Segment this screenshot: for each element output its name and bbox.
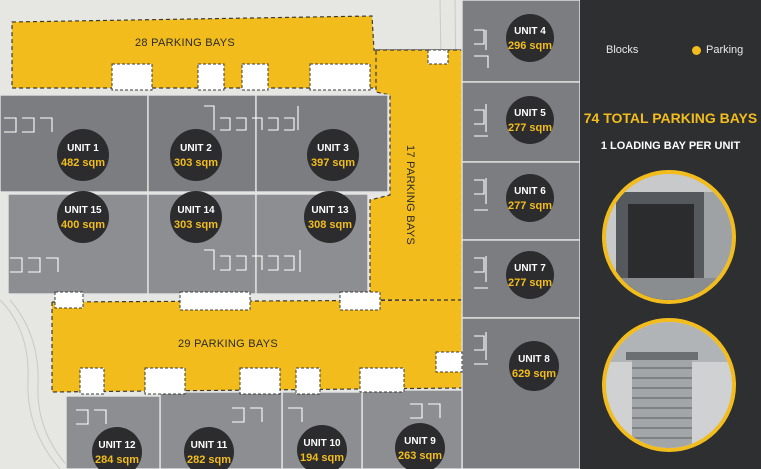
- unit-name: UNIT 2: [180, 143, 212, 154]
- unit-badge-4[interactable]: UNIT 4 296 sqm: [506, 14, 554, 62]
- unit-name: UNIT 11: [191, 440, 228, 451]
- unit-name: UNIT 12: [98, 440, 136, 451]
- unit-badge-6[interactable]: UNIT 6 277 sqm: [506, 174, 554, 222]
- unit-name: UNIT 1: [67, 143, 99, 154]
- parking-label-bottom: 29 PARKING BAYS: [178, 338, 278, 350]
- unit-badge-14[interactable]: UNIT 14 303 sqm: [170, 191, 222, 243]
- unit-badge-3[interactable]: UNIT 3 397 sqm: [307, 129, 359, 181]
- unit-name: UNIT 15: [64, 205, 102, 216]
- unit-area: 303 sqm: [174, 219, 218, 231]
- unit-name: UNIT 9: [404, 436, 436, 447]
- info-panel: Blocks Parking 74 TOTAL PARKING BAYS 1 L…: [580, 0, 761, 469]
- unit-name: UNIT 14: [177, 205, 215, 216]
- unit-name: UNIT 8: [518, 354, 550, 365]
- unit-badge-15[interactable]: UNIT 15 400 sqm: [57, 191, 109, 243]
- unit-badge-11[interactable]: UNIT 11 282 sqm: [184, 427, 234, 469]
- parking-dot-icon: [692, 45, 701, 55]
- unit-name: UNIT 10: [303, 438, 341, 449]
- unit-name: UNIT 5: [514, 108, 546, 119]
- unit-badge-10[interactable]: UNIT 10 194 sqm: [297, 425, 347, 469]
- parking-label-middle: 17 PARKING BAYS: [404, 145, 416, 245]
- legend-parking: Parking: [692, 44, 743, 56]
- unit-area: 282 sqm: [187, 454, 231, 466]
- unit-name: UNIT 4: [514, 26, 546, 37]
- unit-area: 263 sqm: [398, 450, 442, 462]
- unit-name: UNIT 3: [317, 143, 349, 154]
- unit-area: 277 sqm: [508, 122, 552, 134]
- parking-bay-notches: [54, 49, 463, 395]
- roller-door-image: [606, 174, 732, 300]
- loading-bay-photo-2: [602, 318, 736, 452]
- unit-area: 296 sqm: [508, 40, 552, 52]
- unit-name: UNIT 6: [514, 186, 546, 197]
- block-unit-8: [461, 317, 581, 469]
- unit-badge-5[interactable]: UNIT 5 277 sqm: [506, 96, 554, 144]
- unit-badge-8[interactable]: UNIT 8 629 sqm: [509, 341, 559, 391]
- unit-area: 277 sqm: [508, 200, 552, 212]
- parking-label-top: 28 PARKING BAYS: [135, 37, 235, 49]
- unit-name: UNIT 7: [514, 263, 546, 274]
- unit-area: 308 sqm: [308, 219, 352, 231]
- unit-badge-12[interactable]: UNIT 12 284 sqm: [92, 427, 142, 469]
- legend-parking-label: Parking: [706, 44, 744, 56]
- unit-area: 482 sqm: [61, 157, 105, 169]
- unit-area: 194 sqm: [300, 452, 344, 464]
- unit-badge-9[interactable]: UNIT 9 263 sqm: [395, 423, 445, 469]
- unit-badge-7[interactable]: UNIT 7 277 sqm: [506, 251, 554, 299]
- legend-blocks-label: Blocks: [606, 44, 639, 56]
- unit-area: 400 sqm: [61, 219, 105, 231]
- unit-area: 277 sqm: [508, 277, 552, 289]
- unit-badge-1[interactable]: UNIT 1 482 sqm: [57, 129, 109, 181]
- roller-shutter-image: [606, 322, 732, 448]
- unit-area: 629 sqm: [512, 368, 556, 380]
- legend-blocks: Blocks: [606, 44, 638, 56]
- unit-badge-13[interactable]: UNIT 13 308 sqm: [304, 191, 356, 243]
- unit-area: 397 sqm: [311, 157, 355, 169]
- office-linework: [4, 29, 489, 425]
- loading-bay-photo-1: [602, 170, 736, 304]
- unit-area: 284 sqm: [95, 454, 139, 466]
- unit-badge-2[interactable]: UNIT 2 303 sqm: [170, 129, 222, 181]
- unit-name: UNIT 13: [311, 205, 349, 216]
- total-parking-title: 74 TOTAL PARKING BAYS: [583, 110, 758, 126]
- unit-area: 303 sqm: [174, 157, 218, 169]
- loading-bay-note: 1 LOADING BAY PER UNIT: [600, 140, 741, 152]
